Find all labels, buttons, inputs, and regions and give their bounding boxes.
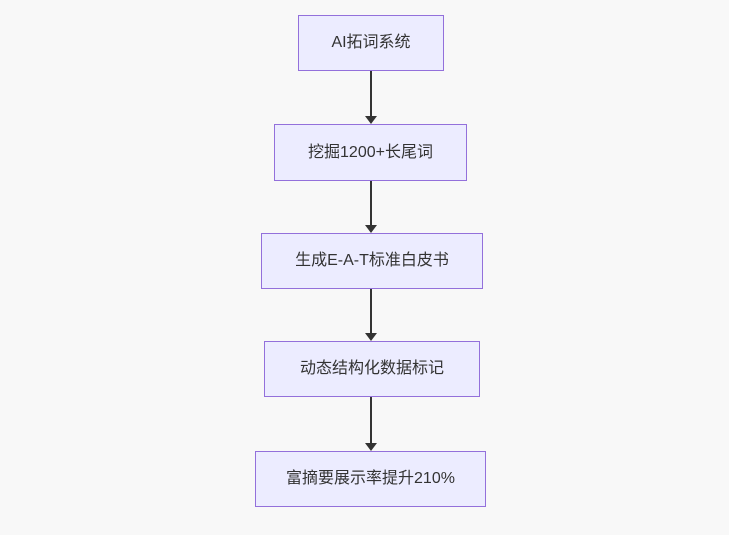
node-label: AI拓词系统 (331, 34, 411, 51)
arrow-line (370, 397, 372, 444)
flowchart-node-ai-word-expansion: AI拓词系统 (298, 15, 444, 71)
node-label: 生成E-A-T标准白皮书 (295, 252, 449, 269)
flow-arrow-3 (365, 289, 377, 341)
arrow-down-icon (365, 116, 377, 124)
node-label: 挖掘1200+长尾词 (308, 143, 433, 161)
flow-arrow-1 (365, 71, 377, 124)
arrow-line (370, 289, 372, 334)
arrow-line (370, 71, 372, 117)
flow-arrow-4 (365, 397, 377, 451)
flowchart-node-longtail-keywords: 挖掘1200+长尾词 (274, 124, 467, 181)
flowchart-node-rich-snippet-result: 富摘要展示率提升210% (255, 451, 486, 507)
arrow-down-icon (365, 443, 377, 451)
node-label: 富摘要展示率提升210% (286, 470, 455, 487)
flowchart-node-structured-data: 动态结构化数据标记 (264, 341, 480, 397)
flowchart-node-eat-whitepaper: 生成E-A-T标准白皮书 (261, 233, 483, 289)
arrow-down-icon (365, 333, 377, 341)
arrow-line (370, 181, 372, 226)
flow-arrow-2 (365, 181, 377, 233)
node-label: 动态结构化数据标记 (299, 360, 444, 377)
arrow-down-icon (365, 225, 377, 233)
